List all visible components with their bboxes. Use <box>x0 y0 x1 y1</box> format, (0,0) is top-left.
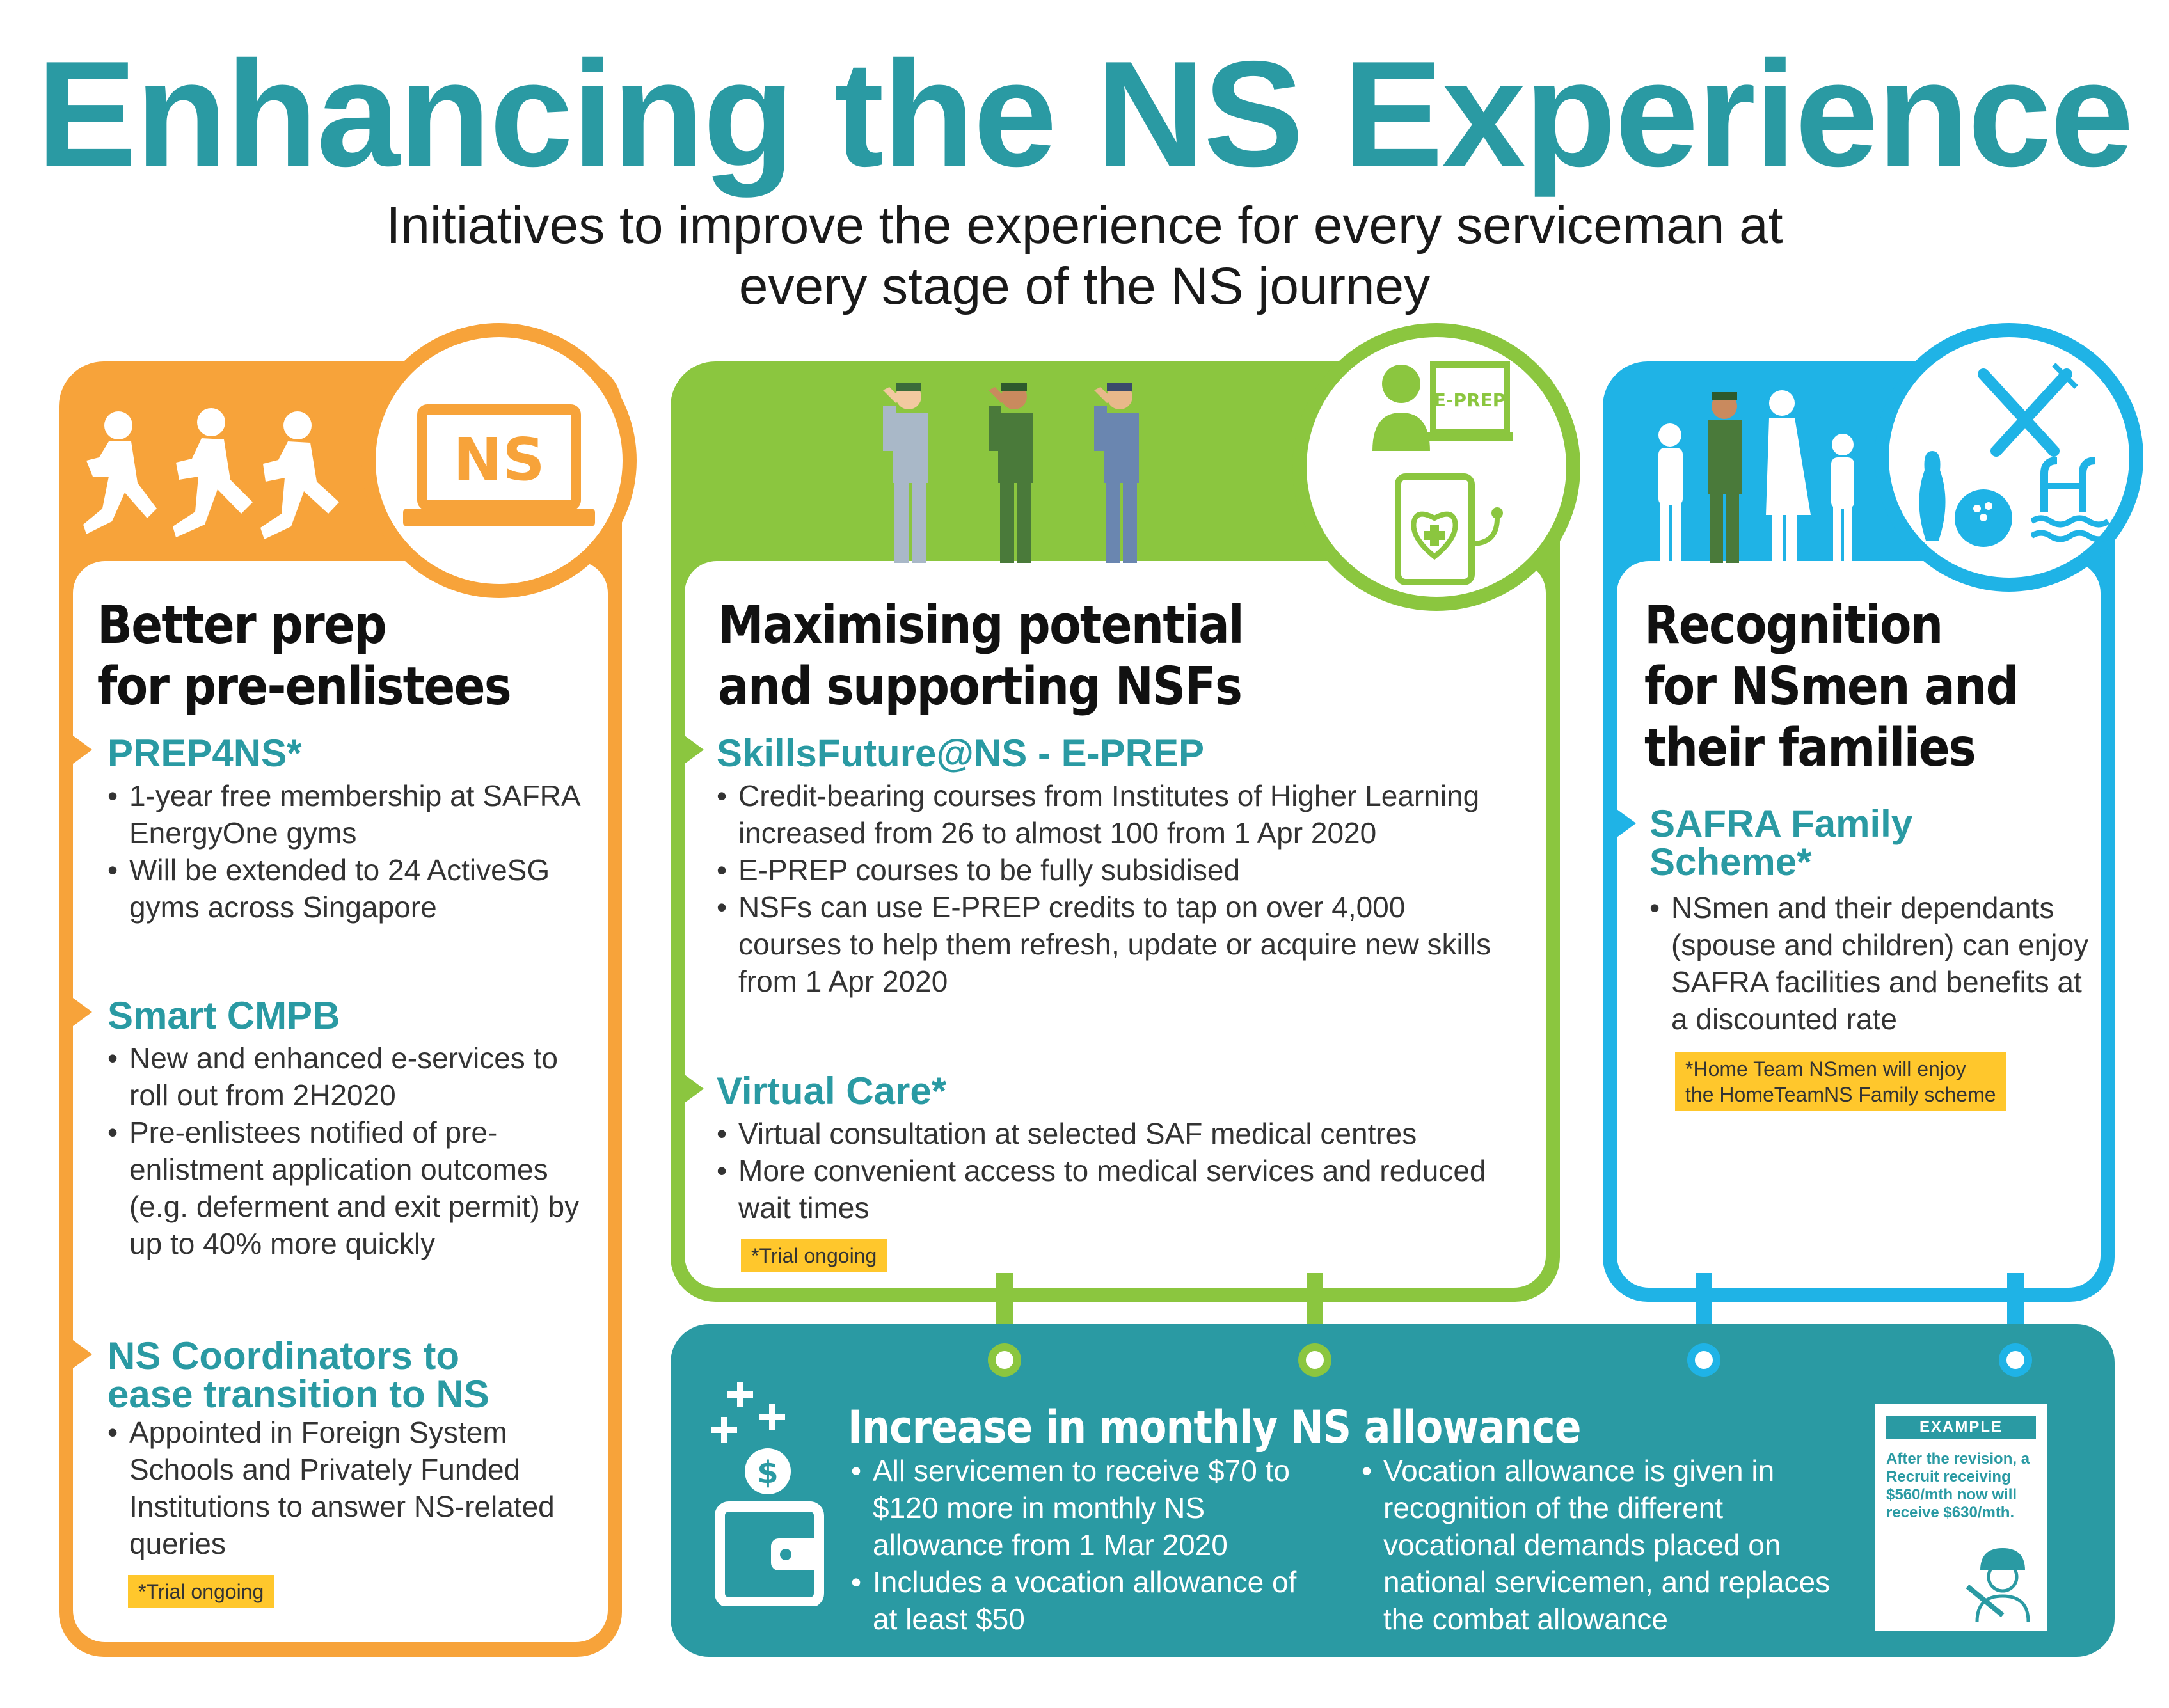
list-item: Vocation allowance is given in recogniti… <box>1362 1452 1848 1638</box>
pre-enlistees-heading: Better prep for pre-enlistees <box>97 595 512 718</box>
example-text: After the revision, a Recruit receiving … <box>1886 1450 2030 1521</box>
allowance-title: Increase in monthly NS allowance <box>848 1401 1582 1453</box>
prep4ns-title: PREP4NS* <box>107 732 302 775</box>
connector-knob <box>1687 1343 1720 1377</box>
list-item: Virtual consultation at selected SAF med… <box>717 1115 1510 1152</box>
section-marker-icon <box>73 998 92 1026</box>
section-marker-icon <box>1617 809 1636 837</box>
family-icon <box>1658 390 1854 563</box>
ns-coordinators-title: NS Coordinators to ease transition to NS <box>107 1337 489 1414</box>
nsfs-heading: Maximising potential and supporting NSFs <box>718 595 1244 718</box>
list-item: Will be extended to 24 ActiveSG gyms acr… <box>107 851 581 926</box>
tablet-health-icon <box>1395 473 1503 585</box>
wallet-dollar-icon: $ <box>711 1382 824 1606</box>
list-item: E-PREP courses to be fully subsidised <box>717 851 1510 889</box>
list-item: 1-year free membership at SAFRA EnergyOn… <box>107 777 581 851</box>
section-marker-icon <box>73 736 92 764</box>
allowance-left-bullets: All servicemen to receive $70 to $120 mo… <box>851 1452 1324 1638</box>
laptop-ns-icon: NS <box>403 404 595 526</box>
list-item: New and enhanced e-services to roll out … <box>107 1040 581 1114</box>
eprep-icon-text: E-PREP <box>1434 390 1506 411</box>
eprep-computer-icon: E-PREP <box>1372 361 1513 451</box>
safra-family-title: SAFRA Family Scheme* <box>1649 805 1912 882</box>
runners-icon <box>83 408 339 539</box>
section-marker-icon <box>685 736 704 764</box>
saluting-soldiers-icon <box>883 383 1139 563</box>
list-item: Credit-bearing courses from Institutes o… <box>717 777 1510 851</box>
virtual-care-bullets: Virtual consultation at selected SAF med… <box>717 1115 1510 1226</box>
example-box: EXAMPLE After the revision, a Recruit re… <box>1875 1404 2047 1631</box>
nsfs-heading-line-2: and supporting NSFs <box>718 656 1243 717</box>
swimming-icon <box>2031 457 2110 542</box>
subtitle-line-1: Initiatives to improve the experience fo… <box>386 196 1783 255</box>
hometeam-note-line-1: *Home Team NSmen will enjoy <box>1685 1057 1966 1080</box>
nsmen-heading-line-1: Recognition <box>1644 595 1943 656</box>
ns-coordinators-bullets: Appointed in Foreign System Schools and … <box>107 1414 581 1562</box>
nsmen-heading-line-2: for NSmen and <box>1644 656 2019 717</box>
prep4ns-bullets: 1-year free membership at SAFRA EnergyOn… <box>107 777 581 926</box>
list-item: Pre-enlistees notified of pre-enlistment… <box>107 1114 581 1262</box>
pre-enlistees-heading-line-1: Better prep <box>97 595 387 656</box>
connector-knob <box>988 1343 1021 1377</box>
list-item: More convenient access to medical servic… <box>717 1152 1510 1226</box>
connector-knob <box>1298 1343 1331 1377</box>
list-item: NSmen and their dependants (spouse and c… <box>1649 889 2097 1038</box>
ns-coordinators-title-line-2: ease transition to NS <box>107 1373 489 1416</box>
safra-family-title-line-2: Scheme* <box>1649 841 1812 883</box>
recruit-icon <box>1966 1548 2030 1622</box>
trial-note: *Trial ongoing <box>128 1575 274 1608</box>
nsmen-heading: Recognition for NSmen and their families <box>1644 595 2019 779</box>
list-item: Appointed in Foreign System Schools and … <box>107 1414 581 1562</box>
nsmen-heading-line-3: their families <box>1644 718 1976 779</box>
svg-text:$: $ <box>757 1455 778 1491</box>
ns-coordinators-title-line-1: NS Coordinators to <box>107 1334 459 1377</box>
laptop-ns-text: NS <box>453 425 544 494</box>
page-subtitle: Initiatives to improve the experience fo… <box>0 195 2169 317</box>
list-item: NSFs can use E-PREP credits to tap on ov… <box>717 889 1510 1000</box>
smart-cmpb-bullets: New and enhanced e-services to roll out … <box>107 1040 581 1262</box>
nsfs-heading-line-1: Maximising potential <box>718 595 1244 656</box>
skillsfuture-bullets: Credit-bearing courses from Institutes o… <box>717 777 1510 1000</box>
virtual-care-title: Virtual Care* <box>717 1070 947 1112</box>
smart-cmpb-title: Smart CMPB <box>107 994 340 1037</box>
safra-family-bullets: NSmen and their dependants (spouse and c… <box>1649 889 2097 1038</box>
skillsfuture-title: SkillsFuture@NS - E-PREP <box>717 732 1204 775</box>
list-item: Includes a vocation allowance of at leas… <box>851 1563 1324 1638</box>
dining-icon <box>1978 363 2078 457</box>
section-marker-icon <box>685 1075 704 1103</box>
example-label: EXAMPLE <box>1886 1416 2036 1439</box>
bowling-icon <box>1919 451 2012 547</box>
connector-knob <box>1999 1343 2032 1377</box>
pre-enlistees-heading-line-2: for pre-enlistees <box>97 656 512 717</box>
trial-note: *Trial ongoing <box>741 1239 887 1272</box>
allowance-right-bullets: Vocation allowance is given in recogniti… <box>1362 1452 1848 1638</box>
safra-family-title-line-1: SAFRA Family <box>1649 802 1913 845</box>
hometeam-note-line-2: the HomeTeamNS Family scheme <box>1685 1083 1996 1106</box>
hometeam-note: *Home Team NSmen will enjoy the HomeTeam… <box>1675 1052 2006 1111</box>
subtitle-line-2: every stage of the NS journey <box>738 257 1431 315</box>
list-item: All servicemen to receive $70 to $120 mo… <box>851 1452 1324 1563</box>
page-title: Enhancing the NS Experience <box>36 29 2134 198</box>
section-marker-icon <box>73 1340 92 1368</box>
